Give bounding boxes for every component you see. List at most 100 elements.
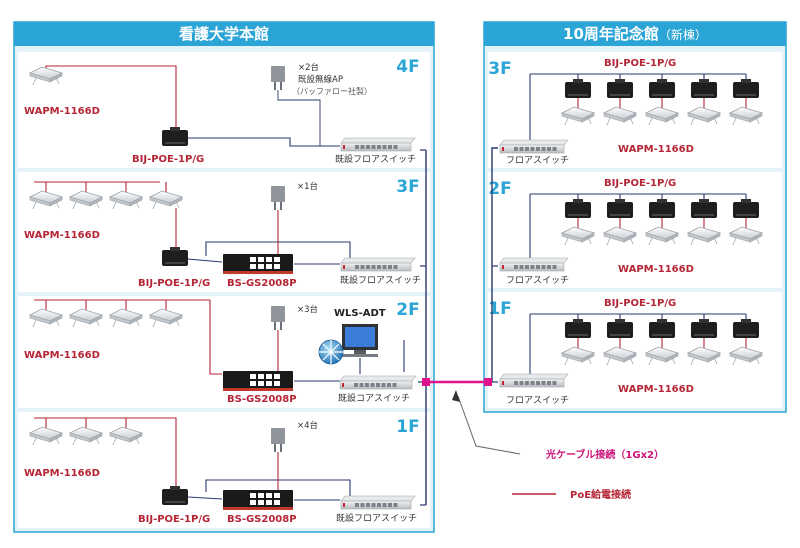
existing-ap-count: ×2台 [298, 62, 319, 73]
poe-injector-icon [162, 127, 188, 146]
poe-hub-icon [223, 371, 293, 391]
ap-model-label: WAPM-1166D [24, 230, 100, 241]
legend: 光ケーブル接続（1Gx2） PoE給電接続 [452, 390, 664, 501]
legend-poe-text: PoE給電接続 [570, 488, 631, 501]
access-point-icon [108, 426, 144, 446]
poe-injector-icon [733, 319, 759, 338]
floor-switch-label: フロアスイッチ [506, 155, 569, 166]
access-point-icon [28, 66, 64, 86]
annex-building-floors: 3F BIJ-POE-1P/G WAPM-1166D フロアスイッチ 2F BI… [488, 52, 782, 408]
ap-model-label: WAPM-1166D [618, 144, 694, 155]
access-point-icon [644, 346, 680, 366]
ap-model-label: WAPM-1166D [24, 350, 100, 361]
poe-injector-icon [607, 319, 633, 338]
poe-injector-icon [565, 79, 591, 98]
poe-injector-label: BIJ-POE-1P/G [138, 514, 210, 525]
access-point-icon [728, 226, 764, 246]
main-building-title-bar [14, 22, 434, 46]
poe-injector-icon [607, 79, 633, 98]
poe-injector-label: BIJ-POE-1P/G [604, 298, 676, 309]
ap-model-label: WAPM-1166D [618, 384, 694, 395]
floor-label: 2F [488, 179, 511, 199]
access-point-icon [68, 308, 104, 328]
access-point-icon [560, 106, 596, 126]
controller-label: WLS-ADT [334, 308, 386, 319]
poe-injector-icon [649, 199, 675, 218]
poe-hub-icon [223, 490, 293, 510]
floor-switch-icon [499, 373, 569, 388]
floor-switch-icon [340, 257, 416, 272]
access-point-icon [560, 346, 596, 366]
access-point-icon [28, 190, 64, 210]
poe-injector-label: BIJ-POE-1P/G [132, 154, 204, 165]
access-point-icon [560, 226, 596, 246]
poe-injector-icon [649, 79, 675, 98]
poe-hub-icon [223, 254, 293, 274]
fiber-connector-icon [484, 378, 492, 386]
floor-background [488, 292, 782, 408]
floor-label: 3F [396, 177, 419, 197]
poe-injector-label: BIJ-POE-1P/G [604, 58, 676, 69]
access-point-icon [68, 426, 104, 446]
existing-ap-vendor: （バッファロー社製） [292, 86, 372, 96]
access-point-icon [148, 190, 184, 210]
poe-injector-icon [565, 319, 591, 338]
floor-switch-label: フロアスイッチ [506, 395, 569, 406]
existing-floor-switch-label: 既設フロアスイッチ [340, 274, 421, 286]
existing-floor-switch-label: 既設フロアスイッチ [335, 153, 416, 165]
floor-switch-label: フロアスイッチ [506, 275, 569, 286]
access-point-icon [686, 106, 722, 126]
access-point-icon [108, 190, 144, 210]
devices [28, 66, 764, 510]
access-point-icon [728, 106, 764, 126]
existing-ap-icon [271, 428, 285, 452]
annex-building-title: 10周年記念館（新棟） [563, 25, 707, 43]
poe-hub-label: BS-GS2008P [227, 278, 297, 289]
poe-injector-icon [162, 247, 188, 266]
access-point-icon [148, 308, 184, 328]
poe-hub-label: BS-GS2008P [227, 394, 297, 405]
access-point-icon [68, 190, 104, 210]
access-point-icon [686, 346, 722, 366]
poe-injector-icon [691, 319, 717, 338]
poe-injector-icon [162, 486, 188, 505]
ap-model-label: WAPM-1166D [24, 468, 100, 479]
floor-label: 1F [396, 417, 419, 437]
poe-injector-icon [649, 319, 675, 338]
access-point-icon [108, 308, 144, 328]
access-point-icon [728, 346, 764, 366]
existing-ap-count: ×3台 [297, 304, 318, 315]
ap-model-label: WAPM-1166D [24, 106, 100, 117]
annex-building-title-bar [484, 22, 786, 46]
fiber-connector-icon [422, 378, 430, 386]
access-point-icon [686, 226, 722, 246]
poe-injector-label: BIJ-POE-1P/G [604, 178, 676, 189]
existing-ap-icon [271, 186, 285, 210]
access-point-icon [28, 426, 64, 446]
annex-backbone-line [491, 147, 498, 382]
legend-fiber-text: 光ケーブル接続（1Gx2） [545, 448, 664, 461]
floor-label: 3F [488, 59, 511, 79]
annex-floor-1f: 1F BIJ-POE-1P/G WAPM-1166D フロアスイッチ [488, 292, 782, 408]
legend-pointer-line [457, 395, 521, 455]
existing-ap-count: ×1台 [297, 181, 318, 192]
ap-model-label: WAPM-1166D [618, 264, 694, 275]
floor-switch-icon [339, 375, 417, 390]
existing-core-switch-label: 既設コアスイッチ [338, 392, 410, 404]
access-point-icon [602, 226, 638, 246]
existing-ap-name: 既設無線AP [298, 74, 343, 85]
main-building-title: 看護大学本館 [179, 25, 269, 43]
globe-icon [318, 339, 344, 365]
poe-hub-label: BS-GS2008P [227, 514, 297, 525]
floor-switch-icon [499, 257, 569, 272]
poe-injector-icon [733, 79, 759, 98]
access-point-icon [644, 226, 680, 246]
controller-pc-icon [342, 324, 378, 357]
floor-switch-icon [340, 495, 416, 510]
poe-injector-icon [691, 79, 717, 98]
access-point-icon [28, 308, 64, 328]
poe-injector-icon [607, 199, 633, 218]
poe-injector-icon [691, 199, 717, 218]
